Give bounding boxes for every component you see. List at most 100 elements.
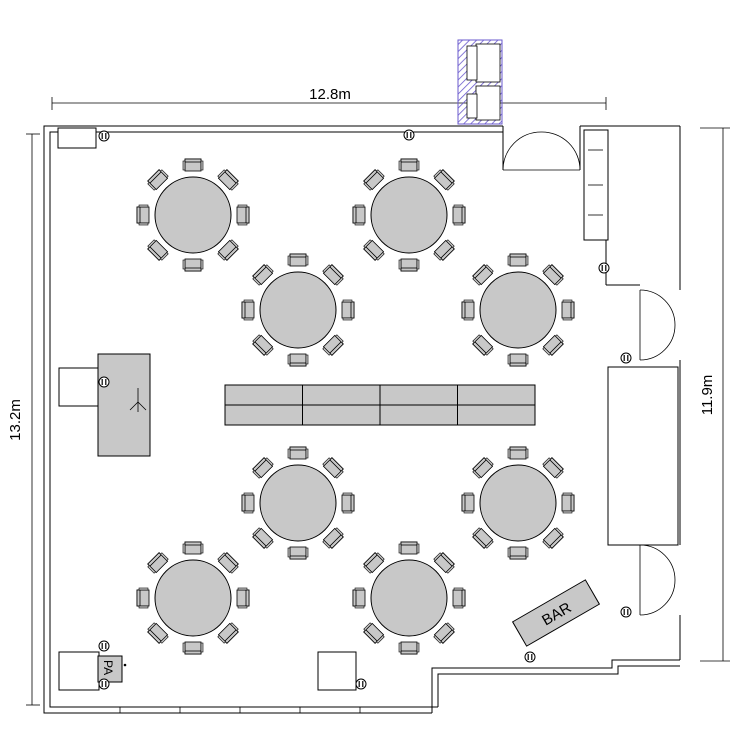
- power-outlet-icon: [355, 678, 367, 690]
- chair: [472, 264, 494, 286]
- chair: [182, 641, 204, 655]
- table-top: [259, 464, 337, 542]
- chair: [507, 353, 529, 367]
- chair: [398, 641, 420, 655]
- chair: [398, 258, 420, 272]
- chair: [252, 334, 274, 356]
- chair: [217, 239, 239, 261]
- chair: [236, 204, 250, 226]
- round-table: [241, 253, 355, 367]
- chair: [542, 457, 564, 479]
- pa-label: PA: [101, 660, 115, 675]
- chair: [433, 239, 455, 261]
- chair: [147, 239, 169, 261]
- chair: [322, 334, 344, 356]
- chair: [341, 299, 355, 321]
- chair: [398, 158, 420, 172]
- door-right-lower[interactable]: [639, 544, 676, 616]
- buffet-table: [224, 384, 536, 426]
- table-top: [370, 559, 448, 637]
- round-table: [136, 541, 250, 655]
- chair: [507, 253, 529, 267]
- height-label: 13.2m: [7, 399, 24, 441]
- chair: [147, 622, 169, 644]
- chair: [287, 546, 309, 560]
- table-top: [479, 464, 557, 542]
- chair: [182, 158, 204, 172]
- chair: [472, 457, 494, 479]
- chair: [542, 264, 564, 286]
- chair: [322, 527, 344, 549]
- chair: [433, 169, 455, 191]
- dimension-height: 13.2m: [7, 133, 40, 706]
- right-label: 11.9m: [699, 375, 716, 416]
- chair: [322, 457, 344, 479]
- power-outlet-icon: [98, 678, 110, 690]
- walls: [43, 125, 681, 714]
- chair: [287, 353, 309, 367]
- table-top: [370, 176, 448, 254]
- table-top: [154, 559, 232, 637]
- round-table: [352, 541, 466, 655]
- chair: [363, 239, 385, 261]
- chair: [461, 299, 475, 321]
- power-outlet-icon: [620, 606, 632, 618]
- chair: [241, 492, 255, 514]
- table-top: [479, 271, 557, 349]
- outlets: [98, 129, 632, 690]
- side-box-left: [58, 367, 100, 407]
- buffet-segment: [302, 384, 381, 406]
- power-outlet-icon: [524, 651, 536, 663]
- chair: [561, 299, 575, 321]
- power-outlet-icon: [620, 352, 632, 364]
- chair: [452, 587, 466, 609]
- buffet-segment: [302, 404, 381, 426]
- round-table: [461, 253, 575, 367]
- chair: [461, 492, 475, 514]
- buffet-segment: [457, 384, 536, 406]
- chair: [252, 527, 274, 549]
- chair: [147, 552, 169, 574]
- chair: [561, 492, 575, 514]
- chair: [472, 527, 494, 549]
- chair: [241, 299, 255, 321]
- buffet-segment: [224, 404, 303, 426]
- chair: [542, 527, 564, 549]
- power-outlet-icon: [403, 129, 415, 141]
- chair: [433, 552, 455, 574]
- chair: [217, 622, 239, 644]
- power-outlet-icon: [98, 376, 110, 388]
- chair: [252, 264, 274, 286]
- chair: [287, 446, 309, 460]
- buffet-segment: [457, 404, 536, 426]
- chair: [236, 587, 250, 609]
- chair: [542, 334, 564, 356]
- table-top: [154, 176, 232, 254]
- entrance-door-top[interactable]: [502, 131, 581, 171]
- chair: [452, 204, 466, 226]
- corner-box-top-left: [57, 127, 97, 149]
- round-tables: [136, 158, 575, 655]
- right-stage: [607, 366, 679, 546]
- power-outlet-icon: [98, 640, 110, 652]
- chair: [433, 622, 455, 644]
- door-right-upper[interactable]: [639, 289, 676, 361]
- pa-box: [58, 651, 100, 691]
- chair: [352, 587, 366, 609]
- dimension-right: 11.9m: [699, 127, 730, 662]
- chair: [217, 169, 239, 191]
- round-table: [461, 446, 575, 560]
- width-label: 12.8m: [309, 86, 351, 103]
- table-top: [259, 271, 337, 349]
- chair: [252, 457, 274, 479]
- chair: [136, 204, 150, 226]
- chair: [363, 552, 385, 574]
- hatched-column: [457, 39, 503, 125]
- chair: [363, 169, 385, 191]
- chair: [147, 169, 169, 191]
- chair: [136, 587, 150, 609]
- chair: [398, 541, 420, 555]
- chair: [182, 541, 204, 555]
- chair: [363, 622, 385, 644]
